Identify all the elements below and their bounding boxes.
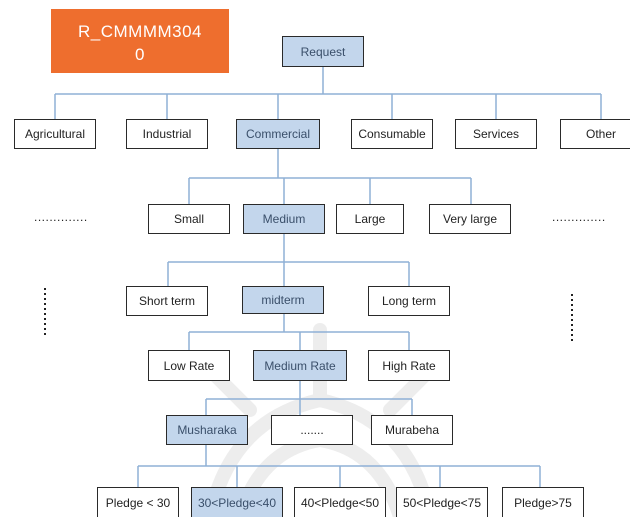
node-high-rate: High Rate <box>368 350 450 381</box>
node-short-term: Short term <box>126 286 208 316</box>
node-pledge-40-50: 40<Pledge<50 <box>294 487 386 517</box>
node-murabeha: Murabeha <box>371 415 453 445</box>
ellipsis-level2-right: .............. <box>552 210 606 224</box>
node-pledge-50-75: 50<Pledge<75 <box>396 487 488 517</box>
node-medium: Medium <box>243 204 325 234</box>
diagram-id-tag-line1: R_CMMMM304 <box>77 22 203 41</box>
diagram-id-tag: R_CMMMM304 0 <box>51 9 229 73</box>
ellipsis-level3-left <box>42 288 48 338</box>
node-other: Other <box>560 119 630 149</box>
node-musharaka: Musharaka <box>166 415 248 445</box>
node-midterm: midterm <box>242 286 324 314</box>
node-small: Small <box>148 204 230 234</box>
node-industrial: Industrial <box>126 119 208 149</box>
node-request: Request <box>282 36 364 67</box>
node-medium-rate: Medium Rate <box>253 350 347 381</box>
node-placeholder: ....... <box>271 415 353 445</box>
node-pledge-lt-30: Pledge < 30 <box>97 487 179 517</box>
node-very-large: Very large <box>429 204 511 234</box>
node-commercial: Commercial <box>236 119 320 149</box>
node-pledge-30-40: 30<Pledge<40 <box>191 487 283 517</box>
ellipsis-level2-left: .............. <box>34 210 88 224</box>
node-pledge-gt-75: Pledge>75 <box>502 487 584 517</box>
node-agricultural: Agricultural <box>14 119 96 149</box>
node-services: Services <box>455 119 537 149</box>
node-low-rate: Low Rate <box>148 350 230 381</box>
diagram-id-tag-line2: 0 <box>135 45 145 64</box>
node-consumable: Consumable <box>351 119 433 149</box>
node-long-term: Long term <box>368 286 450 316</box>
ellipsis-level3-right <box>569 294 575 344</box>
node-large: Large <box>336 204 404 234</box>
